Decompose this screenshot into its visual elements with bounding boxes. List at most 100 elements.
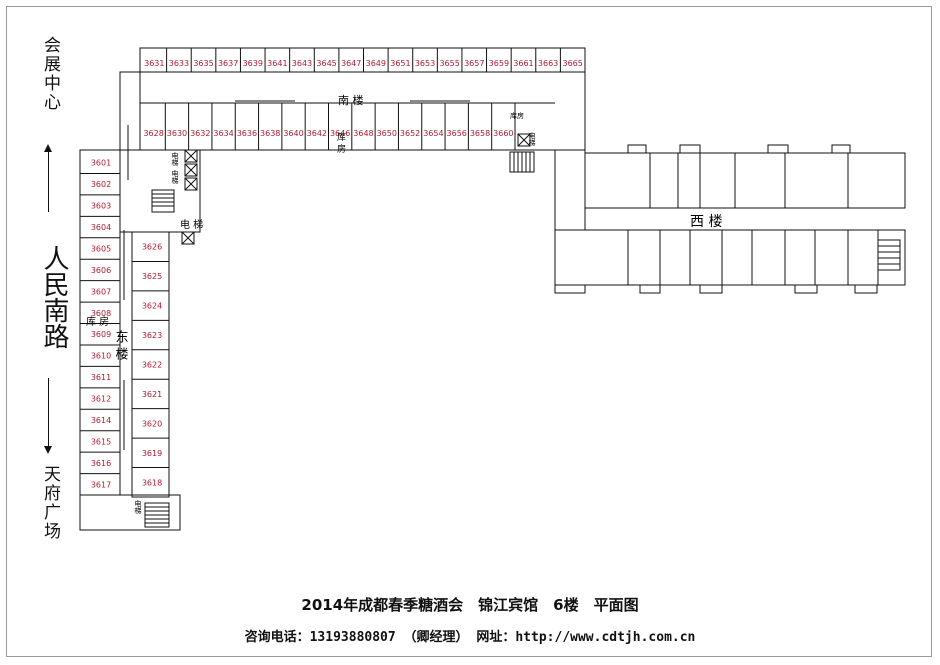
room-3658: 3658 <box>470 129 490 138</box>
room-3633: 3633 <box>169 59 189 68</box>
room-3615: 3615 <box>91 437 111 446</box>
room-3626: 3626 <box>142 243 162 252</box>
room-3656: 3656 <box>447 129 467 138</box>
room-3663: 3663 <box>538 59 558 68</box>
elevator-south <box>517 133 531 147</box>
west-building-link <box>554 149 586 231</box>
room-3653: 3653 <box>415 59 435 68</box>
room-3665: 3665 <box>563 59 583 68</box>
east-elevator-label-4: 电梯 <box>134 499 142 515</box>
road-label: 人民南路 <box>39 245 69 349</box>
map-title: 2014年成都春季糖酒会 锦江宾馆 6楼 平面图 <box>301 596 639 614</box>
room-3616: 3616 <box>91 459 111 468</box>
arrow-up-shaft <box>48 152 49 212</box>
stair-east-upper <box>151 189 175 213</box>
venue-label: 会展中心 <box>40 36 60 112</box>
room-3628: 3628 <box>143 129 163 138</box>
room-3643: 3643 <box>292 59 312 68</box>
room-3641: 3641 <box>267 59 287 68</box>
south-elevator-label: 电梯 <box>528 131 536 147</box>
stair-west <box>877 239 901 271</box>
south-bottom-partitions <box>164 103 516 150</box>
room-3650: 3650 <box>377 129 397 138</box>
room-3630: 3630 <box>167 129 187 138</box>
room-3646: 3646 <box>330 129 350 138</box>
room-3606: 3606 <box>91 266 111 275</box>
room-3625: 3625 <box>142 272 162 281</box>
contact-info: 咨询电话：13193880807 （卿经理） 网址：http://www.cdt… <box>244 630 696 645</box>
room-3619: 3619 <box>142 449 162 458</box>
east-building-stair-block <box>79 494 181 531</box>
room-3631: 3631 <box>144 59 164 68</box>
room-3652: 3652 <box>400 129 420 138</box>
arrow-up-icon <box>44 144 52 152</box>
room-3649: 3649 <box>366 59 386 68</box>
room-3634: 3634 <box>213 129 233 138</box>
room-labels: 3631 3633 3635 3637 3639 3641 3643 3645 3647 3649… <box>91 59 583 489</box>
room-3640: 3640 <box>283 129 303 138</box>
room-3654: 3654 <box>423 129 443 138</box>
room-3612: 3612 <box>91 395 111 404</box>
room-3620: 3620 <box>142 419 162 428</box>
south-storage-room-label: 库房 <box>510 111 524 120</box>
room-3636: 3636 <box>237 129 257 138</box>
room-3655: 3655 <box>439 59 459 68</box>
room-3642: 3642 <box>307 129 327 138</box>
west-building-south-wing <box>554 229 906 286</box>
room-3623: 3623 <box>142 331 162 340</box>
elevators <box>181 133 531 245</box>
room-3614: 3614 <box>91 416 111 425</box>
room-3635: 3635 <box>193 59 213 68</box>
east-elevator-label-2: 电梯 <box>171 169 179 185</box>
room-3601: 3601 <box>91 159 111 168</box>
east-elevator-label-1: 电梯 <box>171 151 179 167</box>
room-3618: 3618 <box>142 478 162 487</box>
east-inner-partitions <box>132 260 169 498</box>
arrow-down-shaft <box>48 378 49 446</box>
east-elevator-label-3: 电 梯 <box>180 218 203 231</box>
room-3648: 3648 <box>353 129 373 138</box>
map-frame <box>6 6 932 657</box>
elevator-east-2 <box>184 163 198 177</box>
plaza-label: 天府广场 <box>40 465 60 541</box>
room-3622: 3622 <box>142 361 162 370</box>
room-3602: 3602 <box>91 180 111 189</box>
room-3632: 3632 <box>190 129 210 138</box>
room-3608: 3608 <box>91 309 111 318</box>
east-outer-partitions <box>80 172 120 496</box>
room-3657: 3657 <box>464 59 484 68</box>
room-3651: 3651 <box>390 59 410 68</box>
room-3624: 3624 <box>142 302 162 311</box>
room-3637: 3637 <box>218 59 238 68</box>
room-3605: 3605 <box>91 244 111 253</box>
stairs <box>144 151 901 528</box>
east-building-core <box>119 149 201 233</box>
room-3609: 3609 <box>91 330 111 339</box>
room-3617: 3617 <box>91 480 111 489</box>
room-3661: 3661 <box>513 59 533 68</box>
east-storage-label: 库 房 <box>86 315 109 328</box>
elevator-east-4 <box>181 231 195 245</box>
west-building-label: 西 楼 <box>690 214 722 230</box>
arrow-down-icon <box>44 446 52 454</box>
west-building-north-wing <box>584 152 906 209</box>
room-3647: 3647 <box>341 59 361 68</box>
room-3645: 3645 <box>316 59 336 68</box>
room-3638: 3638 <box>260 129 280 138</box>
room-3639: 3639 <box>243 59 263 68</box>
room-3659: 3659 <box>489 59 509 68</box>
south-top-partitions <box>166 48 586 72</box>
elevator-east-1 <box>184 149 198 163</box>
room-3603: 3603 <box>91 202 111 211</box>
room-3660: 3660 <box>493 129 513 138</box>
room-3610: 3610 <box>91 352 111 361</box>
room-3607: 3607 <box>91 287 111 296</box>
corridor-connector <box>119 71 141 151</box>
south-building-label: 南 楼 <box>338 93 364 107</box>
elevator-east-3 <box>184 177 198 191</box>
room-3604: 3604 <box>91 223 111 232</box>
room-3611: 3611 <box>91 373 111 382</box>
south-storage-label: 库 房 <box>335 131 346 154</box>
